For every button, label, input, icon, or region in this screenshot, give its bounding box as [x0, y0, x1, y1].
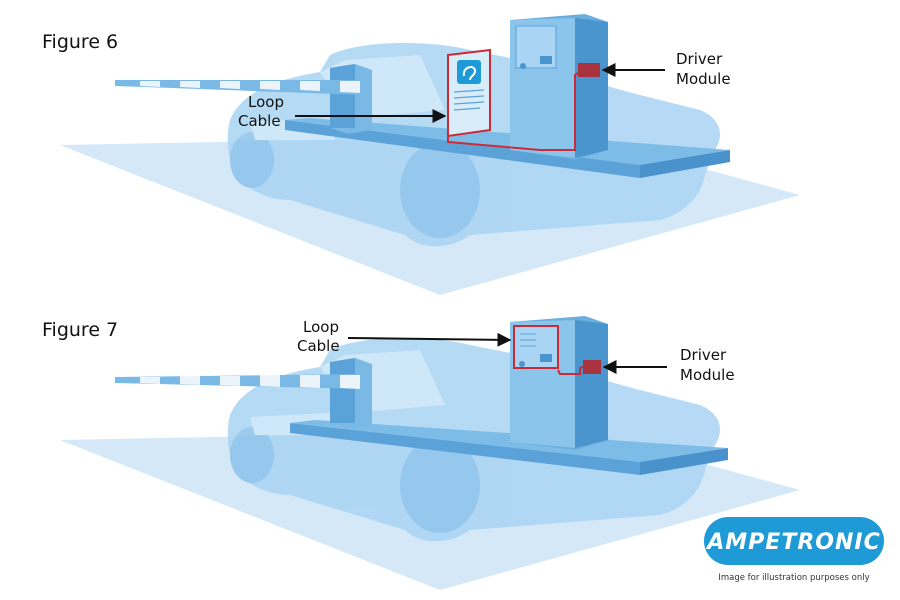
kiosk-icon: [447, 14, 608, 160]
barrier-post: [330, 358, 372, 428]
figure-7-driver-label-1: Driver: [680, 346, 727, 364]
island-front: [290, 423, 640, 475]
figure-6-driver-label-1: Driver: [676, 50, 723, 68]
figure-6-loop-label-2: Cable: [238, 112, 281, 130]
ampetronic-logo: AMPETRONIC: [704, 517, 884, 565]
figure-6-loop-label-1: Loop: [248, 93, 284, 111]
barrier-arm-icon: [115, 80, 365, 95]
figure-7-loop-label-2: Cable: [297, 337, 340, 355]
figure-6-driver-label-2: Module: [676, 70, 731, 88]
kiosk-panel: [513, 325, 559, 369]
logo-text: AMPETRONIC: [705, 530, 880, 555]
island-side: [640, 150, 730, 178]
driver-module-icon: [583, 360, 601, 374]
figure-7-driver-label-2: Module: [680, 366, 735, 384]
island-top: [290, 420, 728, 462]
kiosk-panel: [515, 25, 557, 69]
island-side: [640, 448, 728, 475]
loop-cable: [447, 71, 581, 151]
disclaimer-text: Image for illustration purposes only: [718, 573, 869, 583]
barrier-arm-icon: [115, 374, 365, 389]
barrier-post: [330, 64, 372, 134]
driver-module-icon: [578, 63, 600, 77]
island-top: [285, 118, 730, 165]
figure-7-title: Figure 7: [42, 319, 118, 341]
loop-cable-arrow: [347, 332, 512, 347]
kiosk-icon: [510, 316, 608, 450]
hearing-loop-sign-icon: [447, 48, 491, 138]
figure-6: Figure 6 Loop Cable Driver Module: [42, 14, 800, 295]
loop-cable: [557, 365, 586, 375]
island-front: [285, 120, 640, 178]
figure-7-loop-label-1: Loop: [303, 318, 339, 336]
figure-7: Figure 7 Loop Cable Driver Module: [42, 316, 800, 590]
figure-6-title: Figure 6: [42, 31, 118, 53]
